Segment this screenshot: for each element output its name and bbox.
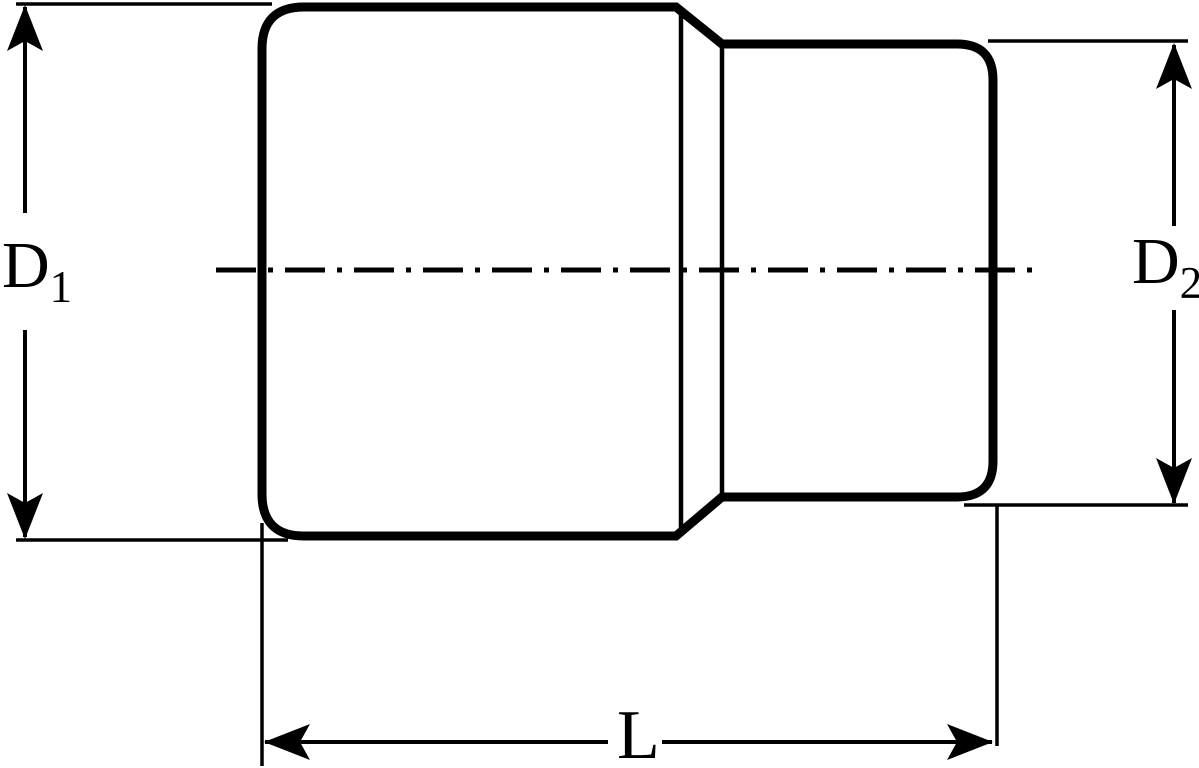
d1-arrowhead-down-icon <box>7 493 43 539</box>
l-arrowhead-left-icon <box>264 724 310 760</box>
d2-label-main: D <box>1132 225 1180 298</box>
l-label: L <box>617 701 660 768</box>
d2-label-subscript: 2 <box>1179 258 1199 308</box>
d1-label-subscript: 1 <box>49 262 73 312</box>
d2-label: D2 <box>1132 229 1199 306</box>
d1-arrowhead-up-icon <box>7 5 43 51</box>
l-label-main: L <box>617 697 660 768</box>
d1-label: D1 <box>2 233 72 310</box>
d2-dimension <box>964 39 1192 507</box>
l-arrowhead-right-icon <box>947 724 993 760</box>
part-outline <box>257 2 998 541</box>
d2-arrowhead-down-icon <box>1156 458 1192 504</box>
l-dimension <box>260 505 999 766</box>
d1-label-main: D <box>2 229 50 302</box>
d2-arrowhead-up-icon <box>1156 43 1192 89</box>
drawing-lines <box>7 2 1192 766</box>
d1-dimension <box>7 2 288 542</box>
